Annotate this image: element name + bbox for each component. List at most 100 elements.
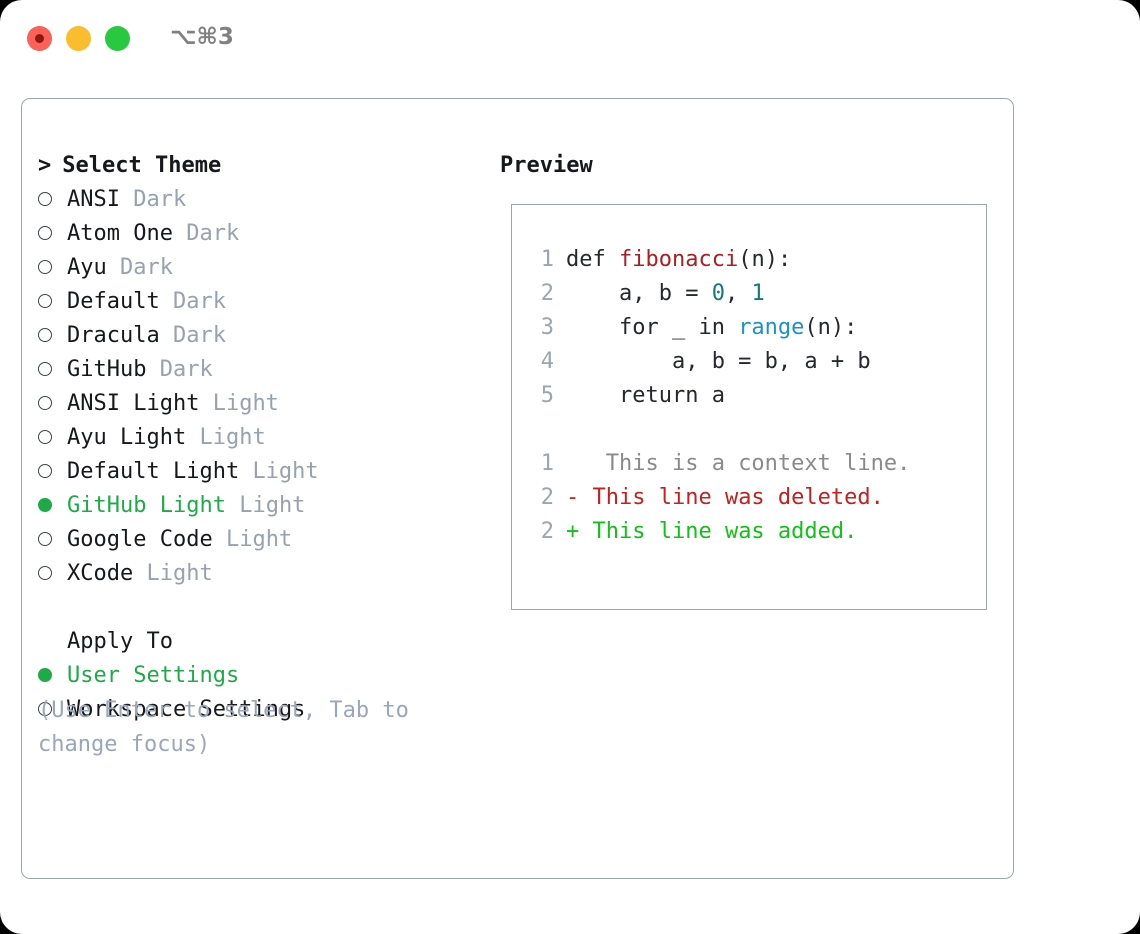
theme-name: GitHub Light (67, 492, 226, 518)
radio-dot (38, 464, 52, 478)
diff-line-text: This is a context line. (579, 450, 911, 476)
diff-line-number: 1 (540, 450, 554, 476)
theme-kind-label: Dark (159, 356, 213, 382)
close-window-button[interactable] (27, 26, 52, 51)
code-token-num: 1 (751, 280, 765, 306)
radio-unselected-icon (38, 464, 67, 478)
theme-list-item[interactable]: ANSI Light Light (38, 386, 490, 420)
theme-list-item[interactable]: Ayu Dark (38, 250, 490, 284)
minimize-window-button[interactable] (66, 26, 91, 51)
theme-kind-label: Dark (120, 254, 173, 280)
theme-name: Default (67, 288, 160, 314)
code-token-plain: (n): (804, 314, 858, 340)
theme-list-item[interactable]: Ayu Light Light (38, 420, 490, 454)
spacer (160, 323, 173, 348)
code-token-plain: for _ in (566, 314, 739, 340)
theme-kind-label: Light (146, 560, 213, 586)
code-token-plain: def (566, 246, 619, 272)
radio-dot (38, 260, 52, 274)
code-line-number: 4 (540, 348, 554, 374)
code-line-text: a, b = 0, 1 (566, 281, 765, 306)
apply-to-label: User Settings (67, 662, 240, 688)
theme-name: Dracula (67, 322, 160, 348)
code-line: 3 for _ in range(n): (526, 310, 980, 344)
diff-line-number: 2 (540, 518, 554, 544)
maximize-window-button[interactable] (105, 26, 130, 51)
preview-heading: Preview (500, 152, 593, 178)
code-blank-line (526, 412, 980, 446)
diff-line-number: 2 (540, 484, 554, 510)
diff-line: 2 + This line was added. (526, 514, 980, 548)
diff-sign: + (566, 518, 580, 544)
radio-dot (38, 328, 52, 342)
radio-unselected-icon (38, 226, 67, 240)
theme-kind-label: Dark (172, 322, 226, 348)
radio-unselected-icon (38, 396, 67, 410)
theme-name: Google Code (67, 526, 213, 552)
theme-kind-label: Light (199, 424, 266, 450)
theme-list-item[interactable]: GitHub Light Light (38, 488, 490, 522)
radio-unselected-icon (38, 532, 67, 546)
spacer (120, 187, 133, 212)
theme-list-item[interactable]: Default Light Light (38, 454, 490, 488)
spacer (186, 425, 199, 450)
radio-unselected-icon (38, 192, 67, 206)
theme-name: GitHub (67, 356, 147, 382)
theme-list-item[interactable]: Default Dark (38, 284, 490, 318)
theme-list-item[interactable]: ANSI Dark (38, 182, 490, 216)
radio-dot (38, 498, 52, 512)
radio-dot (38, 532, 52, 546)
theme-list-item[interactable]: Atom One Dark (38, 216, 490, 250)
radio-unselected-icon (38, 260, 67, 274)
radio-selected-icon (38, 498, 67, 512)
theme-list-item[interactable]: XCode Light (38, 556, 490, 590)
diff-line-text: This line was added. (579, 518, 858, 544)
radio-unselected-icon (38, 566, 67, 580)
theme-list-item[interactable]: Google Code Light (38, 522, 490, 556)
radio-unselected-icon (38, 362, 67, 376)
radio-dot (38, 226, 52, 240)
diff-line: 2- This line was deleted. (526, 480, 980, 514)
radio-unselected-icon (38, 430, 67, 444)
caret-icon: > (38, 152, 52, 178)
radio-dot (38, 362, 52, 376)
select-theme-heading-label: Select Theme (62, 152, 222, 178)
apply-to-item[interactable]: User Settings (38, 658, 490, 692)
radio-dot (38, 430, 52, 444)
radio-dot (38, 702, 52, 716)
apply-to-item[interactable]: Workspace Settings (38, 692, 490, 726)
theme-kind-label: Light (212, 390, 279, 416)
code-token-func: fibonacci (618, 246, 739, 272)
code-line-text: a, b = b, a + b (566, 349, 871, 374)
theme-list-item[interactable]: Dracula Dark (38, 318, 490, 352)
code-line-number: 5 (540, 382, 554, 408)
spacer (199, 391, 212, 416)
keyboard-shortcut-label: ⌥⌘3 (170, 24, 234, 50)
theme-kind-label: Light (225, 526, 293, 552)
spacer (213, 527, 226, 552)
diff-line-text: This line was deleted. (579, 484, 884, 510)
code-line: 2 a, b = 0, 1 (526, 276, 980, 310)
radio-dot (38, 396, 52, 410)
theme-list-item[interactable]: GitHub Dark (38, 352, 490, 386)
theme-kind-label: Dark (186, 220, 240, 246)
theme-kind-label: Dark (133, 186, 187, 212)
code-token-plain: , (724, 280, 752, 306)
theme-name: Ayu Light (67, 424, 187, 450)
radio-unselected-icon (38, 702, 67, 716)
keyboard-hint-text: (Use Enter to select, Tab to change focu… (38, 698, 423, 757)
radio-dot (38, 192, 52, 206)
radio-dot (38, 294, 52, 308)
radio-dot (38, 566, 52, 580)
code-token-plain: return a (566, 382, 725, 408)
radio-unselected-icon (38, 294, 67, 308)
code-line-number: 3 (540, 314, 554, 340)
